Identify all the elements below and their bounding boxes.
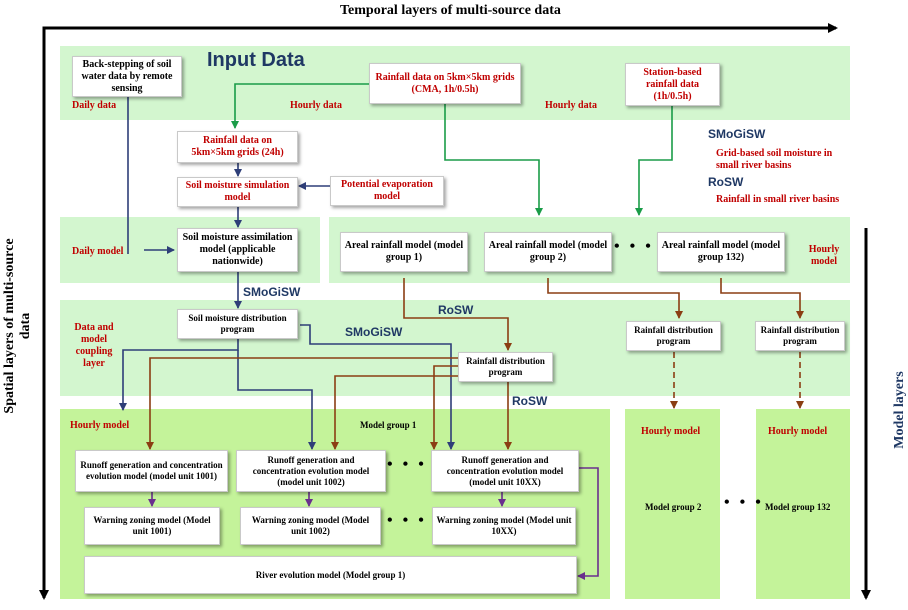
model-group-132-name: Model group 132: [765, 502, 831, 512]
cma-rainfall-box: Rainfall data on 5km×5km grids (CMA, 1h/…: [369, 63, 521, 104]
areal-model-1-box: Areal rainfall model (model group 1): [340, 232, 468, 272]
station-rainfall-box: Station-based rainfall data (1h/0.5h): [625, 63, 720, 106]
hourly-model-label-g2: Hourly model: [641, 426, 701, 437]
smogisw-legend: SMoGiSW: [708, 127, 766, 141]
rain-dist-program-132-box: Rainfall distribution program: [755, 321, 845, 351]
cma-to-areal-2-arrow: [444, 104, 543, 216]
soil-dist-program-box: Soil moisture distribution program: [177, 309, 298, 339]
assim-model-box: Soil moisture assimilation model (applic…: [177, 228, 298, 272]
spatial-axis-label: Spatial layers of multi-source data: [2, 238, 33, 414]
areal-132-to-rain-dist-132: [720, 278, 804, 319]
model-group-132-panel: [756, 409, 850, 599]
ellipsis-runoff: • • •: [387, 456, 427, 473]
hourly-data-label-2: Hourly data: [545, 100, 597, 111]
soil-sim-box: Soil moisture simulation model: [177, 177, 298, 207]
runoff-1002-box: Runoff generation and concentration evol…: [236, 450, 386, 492]
rosw-desc: Rainfall in small river basins: [716, 194, 840, 205]
smogisw-tag-1: SMoGiSW: [243, 285, 301, 299]
rain-dist-program-box: Rainfall distribution program: [458, 352, 553, 382]
areal-model-132-box: Areal rainfall model (model group 132): [657, 232, 785, 272]
runoff-10xx-box: Runoff generation and concentration evol…: [431, 450, 579, 492]
warn-10xx-box: Warning zoning model (Model unit 10XX): [432, 507, 576, 545]
rain-dist-to-runoff-1002: [331, 375, 458, 450]
smogisw-tag-2: SMoGiSW: [345, 325, 403, 339]
rosw-tag-2: RoSW: [512, 394, 548, 408]
hourly-data-label-1: Hourly data: [290, 100, 342, 111]
ellipsis-groups: • • •: [724, 494, 764, 511]
model-group-2-panel: [625, 409, 720, 599]
ellipsis-top: • • •: [614, 238, 654, 255]
runoff-to-river-arrow: [577, 467, 599, 580]
warn-1002-box: Warning zoning model (Model unit 1002): [240, 507, 381, 545]
input-data-title: Input Data: [207, 49, 305, 71]
soil-dist-to-runoff-1002: [237, 350, 316, 450]
hourly-model-label-g132: Hourly model: [768, 426, 828, 437]
runoff-1001-box: Runoff generation and concentration evol…: [75, 450, 228, 492]
areal-2-to-rain-dist-2: [547, 278, 683, 319]
model-group-2-name: Model group 2: [645, 502, 702, 512]
smogisw-desc: Grid-based soil moisture in small river …: [716, 148, 833, 171]
hourly-model-label-g1: Hourly model: [70, 420, 130, 431]
river-evolution-box: River evolution model (Model group 1): [84, 556, 577, 594]
pet-box: Potential evaporation model: [330, 176, 444, 206]
ellipsis-warn: • • •: [387, 512, 427, 529]
areal-model-2-box: Areal rainfall model (model group 2): [484, 232, 612, 272]
temporal-axis-label: Temporal layers of multi-source data: [340, 3, 561, 18]
areal-1-to-rain-dist: [403, 278, 512, 351]
remote-sensing-box: Back-stepping of soil water data by remo…: [72, 56, 182, 97]
daily-data-label: Daily data: [72, 100, 117, 111]
coupling-layer-label: Data and model coupling layer: [74, 322, 114, 369]
daily-model-label: Daily model: [72, 246, 124, 257]
soil-dist-to-runoff-1001: [119, 330, 239, 411]
rosw-legend: RoSW: [708, 175, 744, 189]
soil-dist-to-runoff-10xx: [300, 324, 455, 450]
rain-dist-program-2-box: Rainfall distribution program: [626, 321, 721, 351]
station-to-areal-2-arrow: [635, 106, 673, 216]
rain-dist-to-runoff-1001: [146, 357, 458, 450]
model-group-1-title: Model group 1: [360, 420, 417, 430]
cma-to-24h-arrow: [231, 83, 370, 129]
warn-1001-box: Warning zoning model (Model unit 1001): [84, 507, 220, 545]
rain-dist-to-runoff-10xx: [430, 365, 458, 450]
rain-24h-box: Rainfall data on 5km×5km grids (24h): [177, 131, 298, 163]
rosw-tag-1: RoSW: [438, 303, 474, 317]
model-axis-label: Model layers: [892, 371, 907, 449]
hourly-model-label-top: Hourly model: [808, 244, 840, 267]
